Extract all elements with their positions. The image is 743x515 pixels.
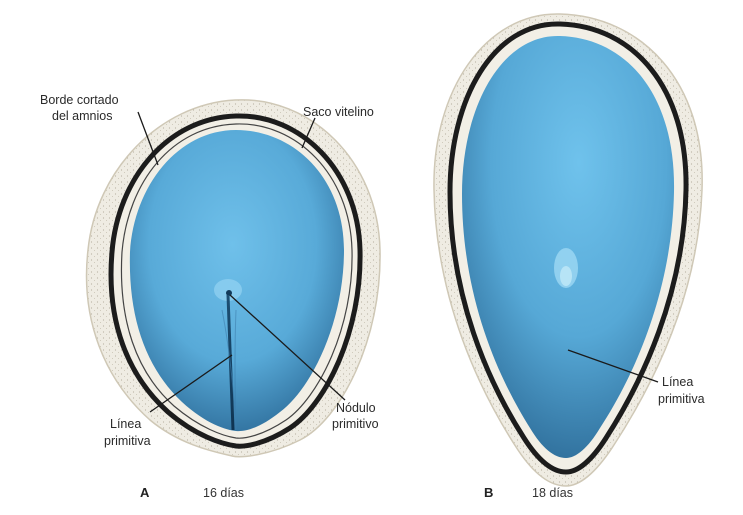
panel-b: Línea primitiva B 18 días — [434, 14, 705, 500]
panel-letter-b: B — [484, 485, 493, 500]
label-amnion-edge-a: Borde cortado del amnios — [40, 93, 122, 123]
label-primitive-streak-a: Línea primitiva — [104, 417, 151, 448]
label-primitive-node-a: Nódulo primitivo — [332, 401, 379, 431]
panel-caption-a: 16 días — [203, 486, 244, 500]
panel-caption-b: 18 días — [532, 486, 573, 500]
panel-letter-a: A — [140, 485, 150, 500]
label-yolk-sac-a: Saco vitelino — [303, 105, 374, 119]
panel-a: Borde cortado del amnios Saco vitelino L… — [40, 93, 380, 500]
label-primitive-streak-b: Línea primitiva — [658, 375, 705, 406]
